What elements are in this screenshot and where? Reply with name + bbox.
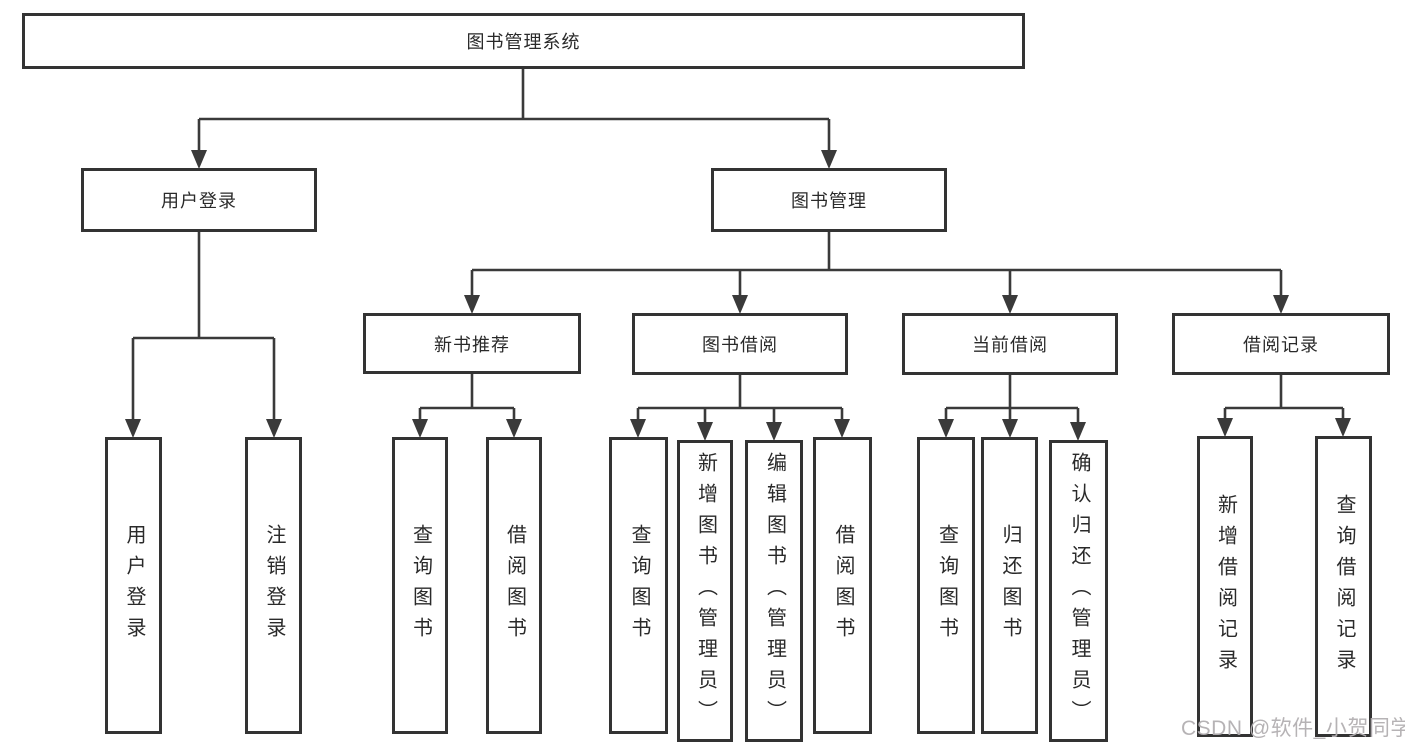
leaf-logout-label: 注销登录 xyxy=(263,523,285,648)
node-new-book-recommend: 新书推荐 xyxy=(363,313,581,374)
leaf-cb-return-books-label: 归还图书 xyxy=(999,523,1021,648)
leaf-cb-query-books: 查询图书 xyxy=(917,437,975,734)
leaf-cb-query-books-label: 查询图书 xyxy=(935,523,958,648)
leaf-user-login: 用户登录 xyxy=(105,437,162,734)
leaf-br-add-record-label: 新增借阅记录 xyxy=(1214,493,1237,680)
leaf-bb-edit-books-label: 编辑图书（管理员） xyxy=(763,451,786,731)
node-book-management-label: 图书管理 xyxy=(791,191,867,211)
leaf-logout: 注销登录 xyxy=(245,437,302,734)
leaf-bb-add-books-label: 新增图书（管理员） xyxy=(694,451,717,731)
csdn-watermark: CSDN @软件_小贺同学 xyxy=(1181,717,1405,740)
leaf-nb-query-books: 查询图书 xyxy=(392,437,448,734)
leaf-nb-query-books-label: 查询图书 xyxy=(409,523,432,648)
leaf-nb-borrow-books-label: 借阅图书 xyxy=(503,523,526,648)
leaf-cb-confirm-return-label: 确认归还（管理员） xyxy=(1068,451,1090,731)
leaf-cb-confirm-return: 确认归还（管理员） xyxy=(1049,440,1108,742)
leaf-br-add-record: 新增借阅记录 xyxy=(1197,436,1253,737)
leaf-cb-return-books: 归还图书 xyxy=(981,437,1038,734)
leaf-bb-query-books: 查询图书 xyxy=(609,437,668,734)
leaf-bb-add-books: 新增图书（管理员） xyxy=(677,440,733,742)
node-current-borrowing: 当前借阅 xyxy=(902,313,1118,375)
node-library-system-label: 图书管理系统 xyxy=(466,32,581,52)
node-book-borrowing-label: 图书借阅 xyxy=(702,335,778,355)
leaf-bb-edit-books: 编辑图书（管理员） xyxy=(745,440,803,742)
leaf-user-login-label: 用户登录 xyxy=(123,523,145,648)
leaf-br-query-record-label: 查询借阅记录 xyxy=(1333,493,1355,680)
node-library-system: 图书管理系统 xyxy=(22,13,1025,69)
leaf-bb-borrow-books: 借阅图书 xyxy=(813,437,872,734)
node-user-login-label: 用户登录 xyxy=(161,191,237,211)
leaf-bb-query-books-label: 查询图书 xyxy=(628,523,650,648)
node-borrowing-records-label: 借阅记录 xyxy=(1243,335,1319,355)
node-borrowing-records: 借阅记录 xyxy=(1172,313,1390,375)
node-user-login: 用户登录 xyxy=(81,168,317,232)
node-book-management: 图书管理 xyxy=(711,168,947,232)
node-new-book-recommend-label: 新书推荐 xyxy=(434,334,510,355)
node-book-borrowing: 图书借阅 xyxy=(632,313,848,375)
node-current-borrowing-label: 当前借阅 xyxy=(972,335,1048,355)
leaf-nb-borrow-books: 借阅图书 xyxy=(486,437,542,734)
leaf-bb-borrow-books-label: 借阅图书 xyxy=(832,523,854,648)
leaf-br-query-record: 查询借阅记录 xyxy=(1315,436,1372,737)
